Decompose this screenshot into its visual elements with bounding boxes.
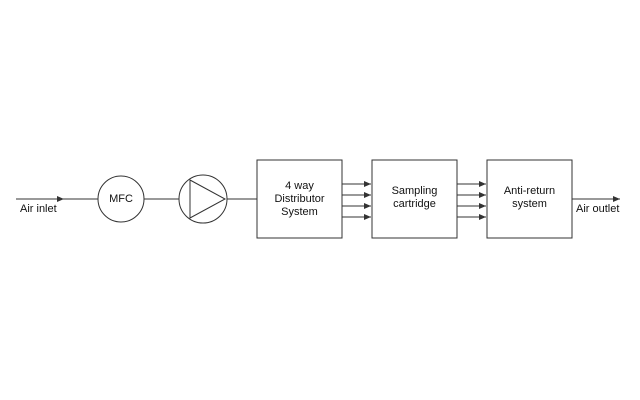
distributor-label: 4 way Distributor System bbox=[257, 176, 342, 222]
anti-return-line-2: system bbox=[512, 198, 547, 210]
distributor-box bbox=[256, 159, 343, 239]
sampling-line-2: cartridge bbox=[393, 198, 436, 210]
sampling-line-1: Sampling bbox=[391, 185, 438, 197]
pump-circle bbox=[178, 174, 228, 224]
sampling-to-antireturn-arrows bbox=[457, 181, 486, 220]
mfc-text: MFC bbox=[109, 192, 133, 205]
distributor-line-1: 4 way bbox=[285, 179, 314, 192]
distributor-to-sampling-arrows bbox=[342, 181, 371, 220]
distributor-line-2: Distributor bbox=[274, 192, 325, 205]
distributor-line-3: System bbox=[281, 205, 318, 218]
pump-triangle-icon bbox=[189, 179, 227, 219]
sampling-label: Sampling cartridge bbox=[372, 181, 457, 215]
mfc-label: MFC bbox=[98, 189, 144, 209]
anti-return-label: Anti-return system bbox=[487, 181, 572, 215]
air-outlet-label: Air outlet bbox=[576, 203, 620, 215]
air-inlet-label: Air inlet bbox=[20, 203, 57, 215]
anti-return-line-1: Anti-return bbox=[503, 185, 556, 197]
sampling-box bbox=[371, 159, 458, 239]
